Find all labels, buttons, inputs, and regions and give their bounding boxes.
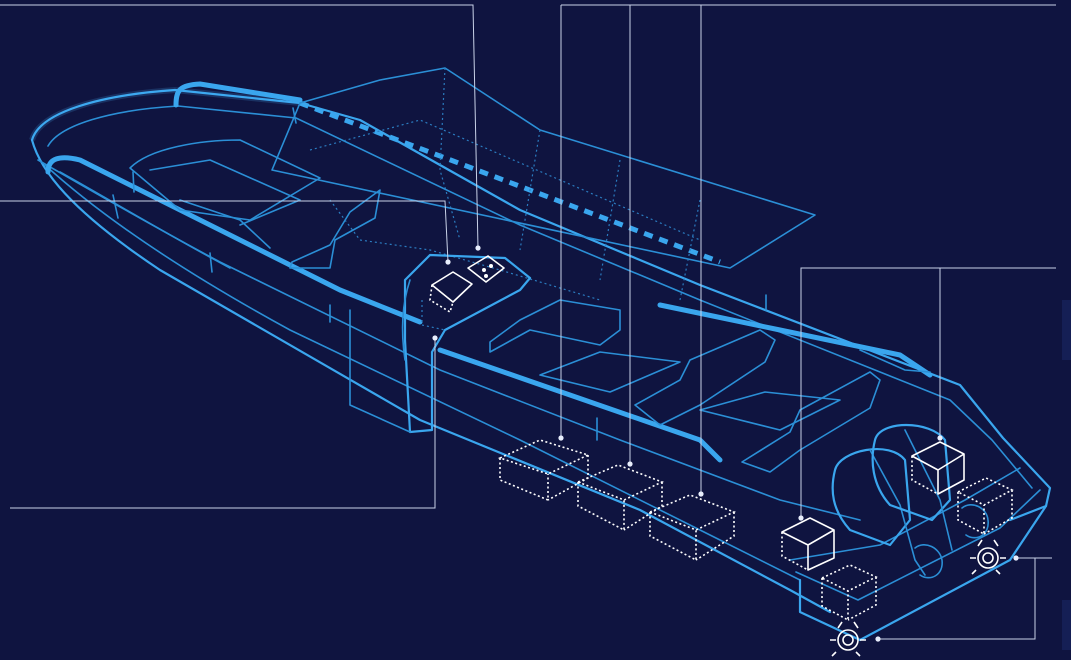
hardtop <box>271 67 816 301</box>
aft-seat-back-1 <box>634 329 776 426</box>
propeller-port <box>914 544 943 579</box>
callout-dot-aft-starboard <box>937 435 943 441</box>
bow-rail-lower <box>45 155 423 325</box>
callout-line-mid-left <box>0 200 449 263</box>
callout-dot-mid-left <box>445 259 451 265</box>
callout-dot-lower-left <box>432 335 438 341</box>
callout-dot-gear-starboard <box>1013 555 1019 561</box>
callout-dot-battery-3 <box>698 491 704 497</box>
stern-rail <box>657 302 933 378</box>
transom-platform <box>789 467 1021 561</box>
center-console <box>349 253 532 434</box>
aft-seating <box>489 299 931 473</box>
callout-dot-battery-1 <box>558 435 564 441</box>
aft-box-starboard-lower <box>956 477 1014 536</box>
callout-dot-gear-port <box>875 636 881 642</box>
transom-top <box>795 489 1041 601</box>
bow-cushion <box>129 139 321 221</box>
outboard-engine-port <box>831 448 912 547</box>
outboard-engines <box>831 423 989 579</box>
display-module <box>429 271 473 314</box>
hardtop-roof <box>271 67 816 269</box>
callout-line-top-left <box>0 4 479 249</box>
callout-line-right-upper <box>800 267 1056 518</box>
bow-rails <box>45 81 933 463</box>
hull-gunwale-outer <box>30 88 1052 522</box>
helm-seat <box>489 299 621 353</box>
callout-lines <box>0 4 1056 642</box>
aft-seat-back-2 <box>741 371 881 473</box>
console-body <box>403 253 532 434</box>
battery-2 <box>575 464 665 532</box>
callout-line-lower-left <box>10 338 436 509</box>
bow-seating <box>129 139 381 269</box>
deck-edge-inner <box>59 171 231 269</box>
callout-dot-aft-port <box>798 515 804 521</box>
components <box>429 255 1014 657</box>
aft-box-port-upper <box>781 517 835 571</box>
outboard-engine-starboard <box>871 423 952 522</box>
side-rail <box>437 347 723 463</box>
gear-icon-starboard <box>970 539 1006 575</box>
battery-3 <box>647 494 737 562</box>
hull-chine <box>44 164 801 581</box>
hull-side <box>30 138 832 614</box>
aft-box-port-lower <box>820 564 878 622</box>
aft-box-starboard-upper <box>911 441 965 495</box>
callout-dot-battery-2 <box>627 461 633 467</box>
gear-icon-port <box>830 621 866 657</box>
hull-gunwale-inner <box>47 105 1033 489</box>
callout-line-top-center <box>560 4 1056 494</box>
hardtop-edge-dashed <box>299 100 721 265</box>
boat-hull <box>29 86 1052 642</box>
bow-rail-upper <box>173 81 303 108</box>
cockpit-floor-panel-1 <box>539 351 681 393</box>
callout-line-right-lower <box>878 557 1052 640</box>
bow-seat-back <box>289 189 381 269</box>
propeller-starboard <box>961 504 989 539</box>
control-panel-module <box>467 255 505 283</box>
callout-dot-top-left <box>475 245 481 251</box>
